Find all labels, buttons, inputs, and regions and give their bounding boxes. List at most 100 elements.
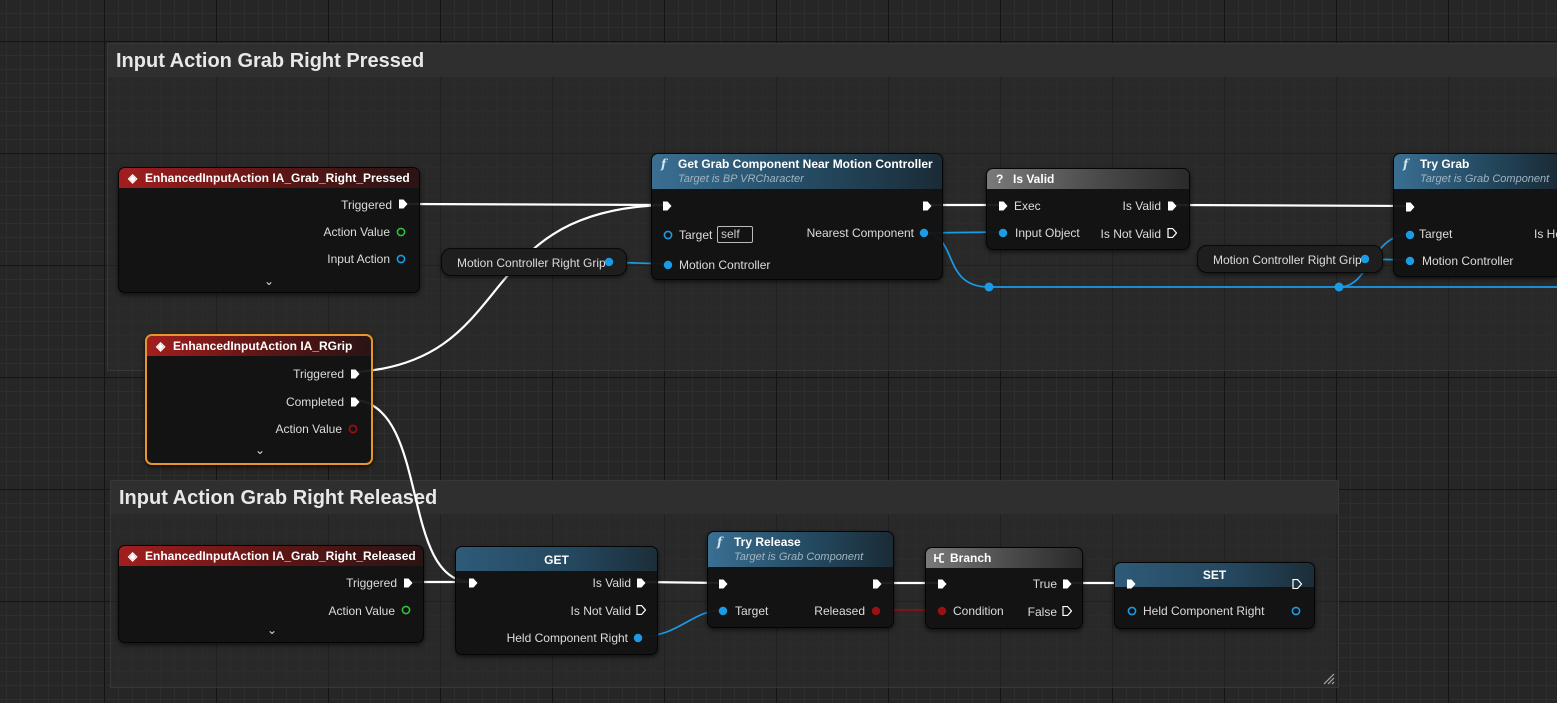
node-set[interactable]: SET Held Component Right [1114,562,1315,629]
exec-input-pin[interactable] [1126,579,1136,589]
wire-exec [356,203,666,374]
motion-controller-input-pin[interactable] [663,260,673,270]
exec-input-pin[interactable] [1405,202,1415,212]
node-try-grab[interactable]: f Try Grab Target is Grab Component Targ… [1393,153,1557,277]
wire-exec [405,202,666,207]
pin-label-action-value: Action Value [275,422,343,436]
wire-reroute-knot [1334,282,1344,292]
node-title: Get Grab Component Near Motion Controlle… [678,157,933,171]
object-output-pin[interactable] [604,257,614,267]
node-header[interactable] [1394,154,1557,189]
pin-label-held-component-right: Held Component Right [1143,604,1265,618]
node-header[interactable] [456,547,657,571]
exec-output-pin[interactable] [1167,201,1177,211]
node-title: Is Valid [1013,172,1055,186]
node-motion-controller-right-grip[interactable]: Motion Controller Right Grip [1197,245,1383,273]
node-header[interactable] [119,168,419,188]
exec-output-pin[interactable] [350,397,360,407]
function-icon: f [717,535,723,549]
motion-controller-input-pin[interactable] [1405,256,1415,266]
node-header[interactable] [652,154,942,189]
node-ia-rgrip[interactable]: ◈ EnhancedInputAction IA_RGrip Triggered… [145,334,373,465]
target-input-pin[interactable] [663,230,673,240]
node-is-valid[interactable]: ? Is Valid Exec Is Valid Input Object Is… [986,168,1190,250]
object-output-pin[interactable] [633,633,643,643]
node-title: EnhancedInputAction IA_Grab_Right_Presse… [145,171,410,185]
node-motion-controller-right-grip[interactable]: Motion Controller Right Grip [441,248,627,276]
node-header[interactable] [119,546,423,566]
input-action-pin[interactable] [396,254,406,264]
node-title: Try Grab [1420,157,1470,171]
node-header[interactable] [926,548,1082,568]
exec-output-pin[interactable] [922,201,932,211]
node-get-grab-component[interactable]: f Get Grab Component Near Motion Control… [651,153,943,280]
exec-output-pin[interactable] [872,579,882,589]
node-try-release[interactable]: f Try Release Target is Grab Component T… [707,531,894,628]
target-self-field[interactable]: self [717,226,753,243]
exec-output-pin-unconnected[interactable] [1062,606,1072,616]
pin-label-is-valid: Is Valid [1122,199,1161,213]
pin-label-is-valid: Is Valid [592,576,631,590]
exec-output-pin[interactable] [1062,579,1072,589]
boolean-output-pin[interactable] [871,606,881,616]
pin-label-triggered: Triggered [293,367,344,381]
node-get[interactable]: GET Is Valid Is Not Valid Held Component… [455,546,658,655]
node-subtitle: Target is Grab Component [1420,173,1550,185]
action-value-pin[interactable] [396,227,406,237]
node-header[interactable] [147,336,371,356]
target-input-pin[interactable] [718,606,728,616]
node-ia-grab-right-released[interactable]: ◈ EnhancedInputAction IA_Grab_Right_Rele… [118,545,424,643]
comment-title: Input Action Grab Right Pressed [116,50,425,72]
question-icon: ? [996,172,1004,186]
node-header[interactable] [708,532,893,567]
action-value-pin[interactable] [348,424,358,434]
function-icon: f [661,157,667,171]
condition-input-pin[interactable] [937,606,947,616]
node-header[interactable] [1115,563,1314,587]
comment-title-bar[interactable]: Input Action Grab Right Released [111,481,1338,514]
pin-label-is-held: Is He [1534,227,1557,241]
held-component-input-pin[interactable] [1127,606,1137,616]
expand-chevron-icon[interactable]: ⌄ [264,274,275,288]
exec-output-pin-unconnected[interactable] [1292,579,1302,589]
expand-chevron-icon[interactable]: ⌄ [267,623,278,637]
exec-output-pin-unconnected[interactable] [636,605,646,615]
node-title: EnhancedInputAction IA_RGrip [173,339,353,353]
pin-label-triggered: Triggered [341,198,392,212]
exec-input-pin[interactable] [662,201,672,211]
object-output-pin[interactable] [1360,254,1370,264]
pin-label-triggered: Triggered [346,576,397,590]
node-branch[interactable]: Branch True Condition False [925,547,1083,629]
node-title: EnhancedInputAction IA_Grab_Right_Releas… [145,549,416,563]
target-input-pin[interactable] [1405,230,1415,240]
exec-output-pin[interactable] [398,199,408,209]
exec-input-pin[interactable] [937,579,947,589]
variable-label: Motion Controller Right Grip [1213,253,1362,267]
object-output-pin-unconnected[interactable] [1291,606,1301,616]
expand-chevron-icon[interactable]: ⌄ [255,443,266,457]
exec-input-pin[interactable] [998,201,1008,211]
exec-output-pin[interactable] [350,369,360,379]
input-action-icon: ◈ [128,171,138,185]
pin-label-target: Target [1419,227,1453,241]
node-subtitle: Target is Grab Component [734,551,864,563]
node-header[interactable] [987,169,1189,189]
pin-label-input-object: Input Object [1015,226,1080,240]
input-action-icon: ◈ [128,549,138,563]
pin-label-false: False [1027,605,1057,619]
wire-exec [1175,203,1410,208]
resize-grip-icon[interactable] [1323,673,1335,685]
action-value-pin[interactable] [401,605,411,615]
pin-label-target: Target [735,604,769,618]
node-ia-grab-right-pressed[interactable]: ◈ EnhancedInputAction IA_Grab_Right_Pres… [118,167,420,293]
exec-output-pin[interactable] [403,578,413,588]
pin-label-held-component-right: Held Component Right [506,631,628,645]
function-icon: f [1403,157,1409,171]
exec-input-pin[interactable] [468,578,478,588]
comment-title-bar[interactable]: Input Action Grab Right Pressed [108,44,1557,77]
exec-input-pin[interactable] [718,579,728,589]
input-object-pin[interactable] [998,228,1008,238]
exec-output-pin-unconnected[interactable] [1167,228,1177,238]
object-output-pin[interactable] [919,228,929,238]
exec-output-pin[interactable] [636,578,646,588]
